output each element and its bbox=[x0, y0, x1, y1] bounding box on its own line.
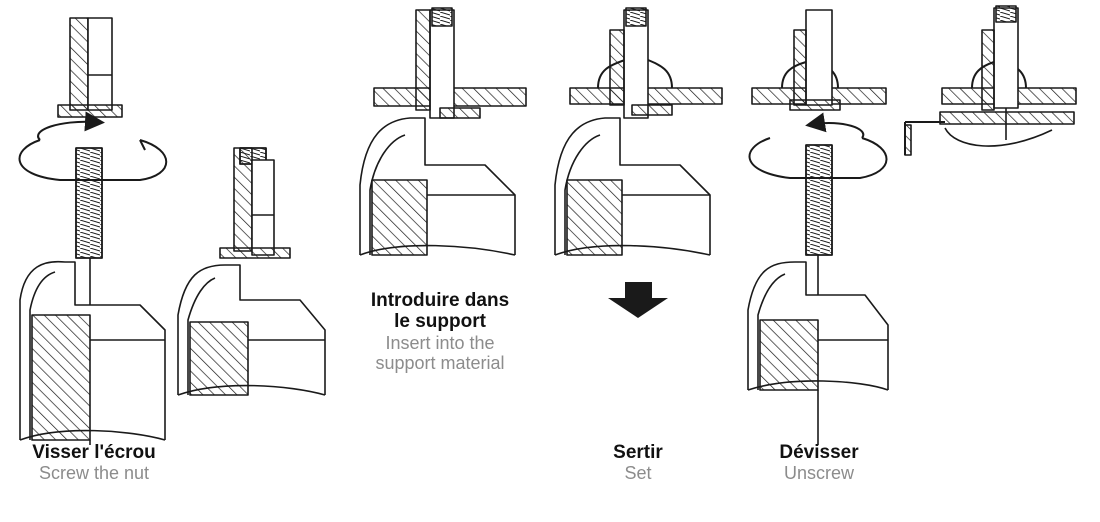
step-title-fr: Dévisser bbox=[779, 442, 859, 463]
step-title-fr: Sertir bbox=[613, 442, 663, 463]
step-title-en: Set bbox=[624, 463, 652, 484]
step-title-fr: Visser l'écrou bbox=[32, 442, 156, 463]
step-title-fr-2: le support bbox=[394, 311, 486, 333]
step-caption-set: Sertir Set bbox=[590, 442, 686, 483]
step-title-en: Insert into the bbox=[385, 332, 495, 353]
finished-nut bbox=[904, 5, 1077, 156]
tool-step4 bbox=[554, 7, 723, 256]
down-arrow-icon bbox=[608, 282, 668, 318]
rotation-arrow-icon bbox=[748, 112, 888, 179]
step-caption-unscrew: Dévisser Unscrew bbox=[760, 442, 878, 483]
step-caption-insert: Introduire dans le support Insert into t… bbox=[345, 290, 535, 373]
step-caption-screw: Visser l'écrou Screw the nut bbox=[14, 442, 174, 483]
step-title-en: Screw the nut bbox=[38, 463, 150, 484]
tool-step1 bbox=[18, 17, 168, 445]
tool-step2 bbox=[177, 147, 326, 396]
step-title-en: Unscrew bbox=[783, 463, 854, 484]
step-title-fr: Introduire dans bbox=[370, 290, 510, 311]
step-title-en-2: support material bbox=[375, 352, 505, 373]
rotation-arrow-icon bbox=[18, 111, 168, 181]
tool-step3 bbox=[359, 7, 527, 256]
tool-step5 bbox=[747, 9, 889, 445]
